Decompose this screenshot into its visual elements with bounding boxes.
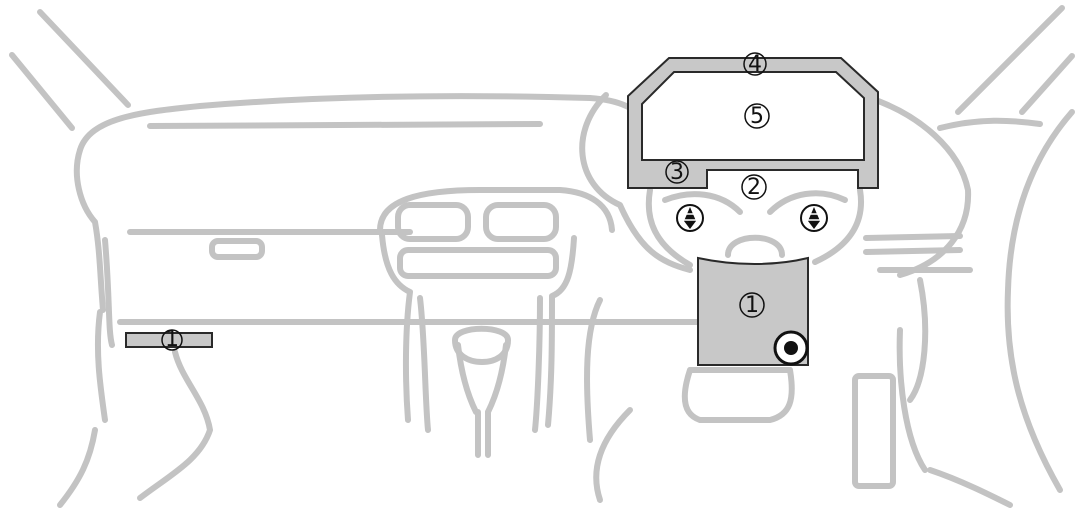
- glovebox-trim: [125, 332, 213, 348]
- left-door-line: [94, 309, 108, 423]
- center-vent-left: [395, 202, 471, 242]
- console-top-arc: [377, 187, 615, 233]
- steering-wheel-rim: [579, 92, 693, 273]
- left-door-curve: [137, 349, 213, 501]
- callout-2-label: 2: [747, 175, 761, 200]
- right-a-pillar-inner: [1019, 53, 1075, 115]
- left-knee-panel: [102, 237, 115, 348]
- dashboard-top-edge: [147, 121, 543, 129]
- shift-knob: [452, 325, 511, 365]
- callout-3: 3: [665, 160, 689, 185]
- shift-stalk: [475, 409, 491, 458]
- lower-panel-left: [593, 407, 633, 503]
- right-door-curve: [1004, 109, 1075, 493]
- callout-4-label: 4: [748, 52, 762, 77]
- clip-icon: [800, 204, 828, 232]
- right-a-pillar: [955, 5, 1065, 115]
- callout-5: 5: [744, 103, 770, 129]
- right-dash-top: [937, 117, 1043, 131]
- glovebox-handle: [209, 238, 265, 260]
- callout-1-glovebox-label: 1: [165, 327, 179, 352]
- bolt-icon: [773, 330, 809, 366]
- right-floor-line: [927, 467, 1013, 508]
- console-inner-left: [417, 295, 431, 433]
- column-shroud-left: [584, 297, 603, 443]
- right-side-line: [907, 277, 929, 403]
- callout-3-label: 3: [670, 160, 684, 185]
- callout-1-column-label: 1: [745, 293, 759, 318]
- steering-spoke-left: [662, 191, 743, 215]
- console-right-side: [545, 235, 577, 428]
- accelerator-pedal: [852, 373, 896, 489]
- center-vent-right: [483, 202, 559, 242]
- interior-outline: [9, 5, 1075, 508]
- callout-2: 2: [741, 174, 767, 200]
- brake-pedal: [681, 367, 795, 423]
- steering-spoke-right: [767, 190, 848, 215]
- steering-wheel-rim-right: [867, 95, 972, 278]
- left-a-pillar: [37, 9, 131, 108]
- callout-1-column: 1: [739, 292, 765, 318]
- callout-5-label: 5: [750, 104, 764, 129]
- steering-wheel-inner-left: [645, 187, 693, 268]
- steering-hub: [725, 234, 785, 258]
- radio-panel: [397, 247, 559, 279]
- callout-1-glovebox: 1: [161, 327, 183, 352]
- shift-boot: [455, 342, 509, 415]
- right-knee-panel: [896, 327, 928, 473]
- console-left-side: [379, 232, 413, 423]
- console-inner-right: [532, 295, 543, 433]
- cluster-lens: [641, 71, 865, 161]
- clip-icon: [676, 204, 704, 232]
- steering-wheel-inner-right: [812, 187, 864, 265]
- dashboard-left-end: [73, 147, 106, 313]
- right-dash-vent-line: [863, 233, 963, 255]
- left-a-pillar-inner: [9, 52, 75, 131]
- callout-4: 4: [743, 52, 767, 77]
- left-floor-line: [57, 427, 98, 508]
